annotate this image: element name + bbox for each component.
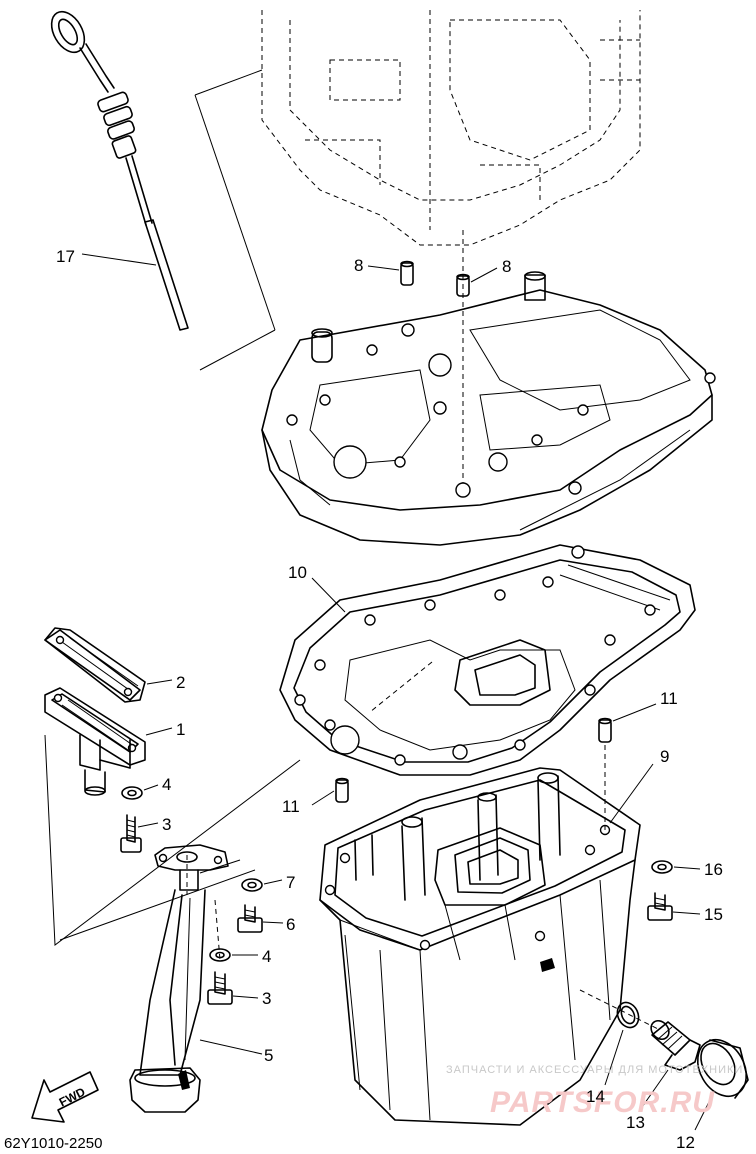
leader-12 <box>694 1095 713 1131</box>
callout-11-left: 11 <box>282 797 300 816</box>
leader-6 <box>262 921 284 924</box>
bolt-upper[interactable] <box>120 814 142 853</box>
strainer-gasket[interactable] <box>44 627 146 703</box>
callout-12: 12 <box>676 1133 695 1152</box>
callout-14: 14 <box>586 1087 605 1106</box>
powerhead-outline <box>261 10 641 246</box>
leader-10 <box>311 577 346 613</box>
oil-strainer-pipe[interactable] <box>129 844 229 1113</box>
reference-lines-left <box>44 734 301 946</box>
leader-2 <box>146 679 173 685</box>
callout-4-upper: 4 <box>162 775 171 794</box>
callout-9: 9 <box>660 747 669 766</box>
washer-16[interactable] <box>651 860 673 874</box>
callout-3-upper: 3 <box>162 815 171 834</box>
callout-4-lower: 4 <box>262 947 271 966</box>
leader-15 <box>672 911 701 915</box>
o-ring-14[interactable] <box>613 999 642 1031</box>
callout-2: 2 <box>176 673 185 692</box>
callout-10: 10 <box>288 563 307 582</box>
oil-pan-gasket[interactable] <box>279 544 696 776</box>
dowel-pin-11-left[interactable] <box>335 777 349 803</box>
callout-1: 1 <box>176 720 185 739</box>
callout-16: 16 <box>704 860 723 879</box>
leader-11a <box>612 703 657 722</box>
watermark-tagline: ЗАПЧАСТИ И АКСЕССУАРЫ ДЛЯ МОТОТЕХНИКИ <box>446 1064 743 1076</box>
watermark-logo: PARTSFOR.RU <box>490 1086 715 1119</box>
leader-8b <box>470 267 498 283</box>
centerline-drain <box>579 989 661 1031</box>
callout-8-right: 8 <box>502 257 511 276</box>
diagram-code: 62Y1010-2250 <box>4 1135 102 1152</box>
callout-17: 17 <box>56 247 75 266</box>
leader-3b <box>232 995 259 999</box>
dipstick[interactable] <box>45 6 189 331</box>
leader-4a <box>143 784 159 791</box>
callout-15: 15 <box>704 905 723 924</box>
leader-17 <box>81 253 157 266</box>
leader-3a <box>137 822 159 828</box>
dowel-pin-left[interactable] <box>400 260 414 286</box>
leader-5 <box>199 1039 263 1055</box>
callout-13: 13 <box>626 1113 645 1132</box>
fwd-label: FWD <box>57 1084 88 1109</box>
callout-3-lower: 3 <box>262 989 271 1008</box>
strainer-housing[interactable] <box>44 687 146 796</box>
oil-pan[interactable] <box>319 767 641 1126</box>
leader-7 <box>263 879 283 885</box>
dipstick-guide-lines <box>194 69 276 371</box>
fwd-arrow-icon: FWD <box>31 1071 99 1123</box>
washer-7[interactable] <box>241 878 263 892</box>
dowel-pin-11-right[interactable] <box>598 717 612 743</box>
leader-11b <box>311 790 335 806</box>
bolt-6[interactable] <box>237 904 263 933</box>
leader-1 <box>145 727 173 736</box>
washer-upper[interactable] <box>121 786 143 800</box>
callout-6: 6 <box>286 915 295 934</box>
bolt-lower[interactable] <box>207 971 233 1005</box>
exhaust-guide[interactable] <box>261 271 716 546</box>
callout-8-left: 8 <box>354 256 363 275</box>
centerline-bolt <box>214 899 221 961</box>
leader-9 <box>609 763 654 824</box>
leader-13 <box>639 1069 669 1111</box>
leader-14 <box>604 1029 624 1086</box>
callout-7: 7 <box>286 873 295 892</box>
callout-5: 5 <box>264 1046 273 1065</box>
centerline-gasket <box>369 661 433 713</box>
callout-11-right: 11 <box>660 689 678 708</box>
leader-pipe-ref <box>199 859 241 874</box>
leader-8a <box>367 265 400 271</box>
bolt-15[interactable] <box>647 892 673 921</box>
leader-16 <box>673 866 701 870</box>
drain-plug-13[interactable] <box>647 1017 701 1071</box>
drain-cap-12[interactable] <box>688 1031 756 1105</box>
